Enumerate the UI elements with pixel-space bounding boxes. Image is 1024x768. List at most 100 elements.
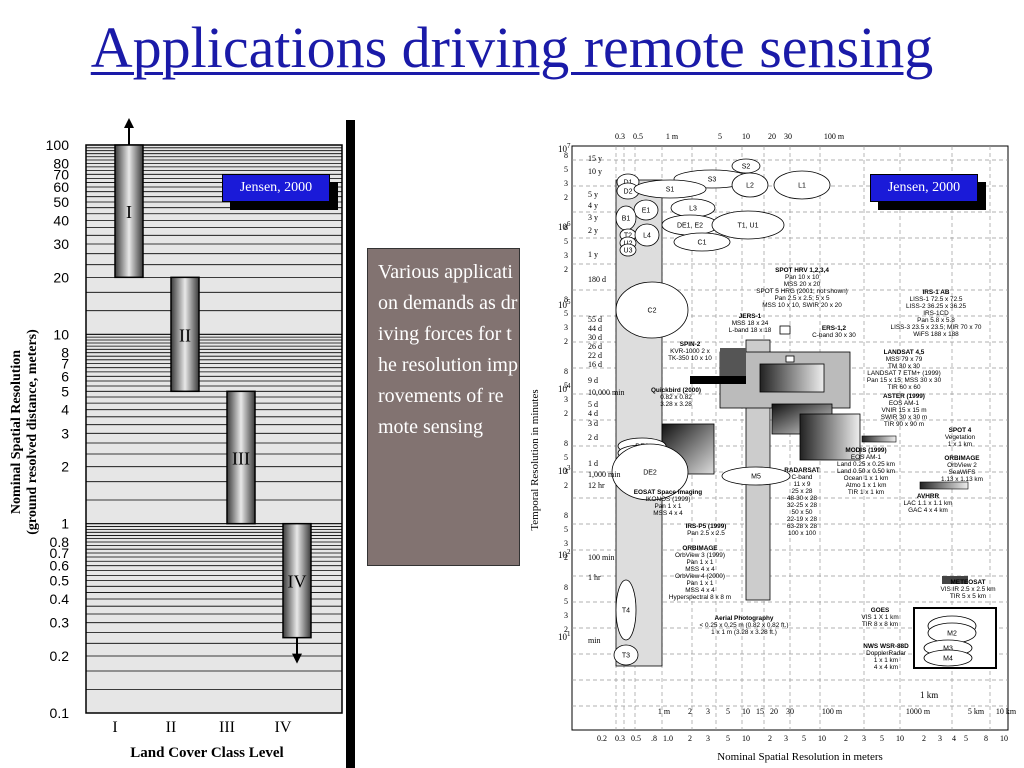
sensor-annotation: KVR-1000 2 x xyxy=(670,348,711,355)
y-tick-label: 100 xyxy=(46,137,70,153)
y-tick-label: 10 xyxy=(53,326,69,342)
platform-ellipse-label: L4 xyxy=(643,233,651,240)
minor-tick-label: 2 xyxy=(564,337,568,346)
sensor-annotation: TIR 90 x 90 m xyxy=(884,421,924,428)
time-tick-label: 1 y xyxy=(588,250,598,259)
sensor-annotation: LISS-2 36.25 x 36.25 xyxy=(906,303,966,310)
sensor-block-2 xyxy=(759,363,825,393)
sensor-annotation: DopplerRadar xyxy=(866,650,907,657)
right-x-axis-label: Nominal Spatial Resolution in meters xyxy=(717,751,883,763)
bottom-tick-label: 5 xyxy=(880,734,884,743)
bottom-tick-label: 2 xyxy=(688,734,692,743)
bottom-tick-label: 10 xyxy=(1000,734,1008,743)
bottom-scale-label: 2 xyxy=(688,707,692,716)
sensor-annotation: JERS-1 xyxy=(739,313,762,320)
sensor-annotation: 1 x 1 m (3.28 x 3.28 ft.) xyxy=(711,629,777,636)
bottom-tick-label: 2 xyxy=(844,734,848,743)
class-bar xyxy=(170,276,200,393)
bottom-tick-label: 3 xyxy=(706,734,710,743)
sensor-annotation: MSS 4 x 4 xyxy=(685,566,715,573)
class-bar-label: I xyxy=(126,202,132,222)
platform-ellipse-label: T3 xyxy=(622,653,630,660)
platform-ellipse-label: L3 xyxy=(689,206,697,213)
minor-tick-label: 2 xyxy=(564,553,568,562)
sensor-annotation: 1 x 1 km xyxy=(874,657,898,664)
platform-ellipse-label: DE2 xyxy=(643,470,657,477)
platform-ellipse xyxy=(773,170,831,200)
sensor-annotation: Vegetation xyxy=(945,434,976,441)
caption-box: Various application demands as driving f… xyxy=(367,248,520,566)
y-tick-label: 0.5 xyxy=(50,573,70,589)
sensor-annotation: Aerial Photography xyxy=(715,615,774,622)
sensor-annotation: VIS 1 X 1 km xyxy=(861,614,898,621)
modis-block xyxy=(799,413,861,461)
sensor-annotation: LISS-3 23.5 x 23.5; MIR 70 x 70 xyxy=(891,324,982,331)
class-bar-label: IV xyxy=(288,572,307,592)
time-tick-label: 55 d xyxy=(588,315,602,324)
sensor-annotation: MSS 20 x 20 xyxy=(784,281,821,288)
time-tick-label: 26 d xyxy=(588,342,602,351)
minor-tick-label: 8 xyxy=(564,439,568,448)
time-tick-label: 10,000 min xyxy=(588,388,624,397)
platform-ellipse xyxy=(611,443,689,501)
y-tick-label: 6 xyxy=(61,368,69,384)
y-tick-label: 0.6 xyxy=(50,558,70,574)
time-tick-label: min xyxy=(588,636,600,645)
bottom-tick-label: 10 xyxy=(742,734,750,743)
bottom-scale-label: 20 xyxy=(770,707,778,716)
time-tick-label: 1 d xyxy=(588,459,598,468)
platform-ellipse-label: C2 xyxy=(648,308,657,315)
platform-ellipse xyxy=(633,179,707,199)
top-tick-label: 100 m xyxy=(824,132,845,141)
sensor-annotation: TIR 1 x 1 km xyxy=(848,489,884,496)
minor-tick-label: 5 xyxy=(564,381,568,390)
sensor-annotation: Land 0.25 x 0.25 km xyxy=(837,461,895,468)
bottom-scale-label: 1 m xyxy=(658,707,671,716)
x-tick-label: I xyxy=(112,719,117,736)
sensor-annotation: < 0.25 x 0.25 m (0.82 x 0.82 ft.) xyxy=(700,622,789,629)
sensor-annotation: GAC 4 x 4 km xyxy=(908,507,948,514)
platform-ellipse xyxy=(634,223,660,247)
sensor-annotation: TM 30 x 30 xyxy=(888,363,920,370)
sensor-annotation: RADARSAT xyxy=(784,467,819,474)
time-tick-label: 3 y xyxy=(588,213,598,222)
sensor-annotation: OrbView 3 (1999) xyxy=(675,552,725,559)
bottom-tick-label: 5 xyxy=(802,734,806,743)
platform-ellipse-label: E1 xyxy=(642,208,651,215)
minor-tick-label: 2 xyxy=(564,409,568,418)
class-bar xyxy=(282,522,312,639)
bottom-tick-label: 0.2 xyxy=(597,734,607,743)
platform-ellipse-label: U3 xyxy=(624,248,633,255)
sensor-annotation: SPIN-2 xyxy=(680,341,701,348)
sensor-annotation: Pan 15 x 15; MSS 30 x 30 xyxy=(867,377,942,384)
left-jensen-badge: Jensen, 2000 xyxy=(222,174,330,202)
bottom-scale-label: 10 km xyxy=(996,707,1017,716)
platform-ellipse-label: M5 xyxy=(751,474,761,481)
platform-ellipse-label: T2 xyxy=(624,233,632,240)
y-tick-label: 30 xyxy=(53,236,69,252)
sensor-annotation: GOES xyxy=(871,607,890,614)
sensor-annotation: ASTER (1999) xyxy=(883,393,925,400)
sensor-annotation: EOSAT Space Imaging xyxy=(634,489,703,496)
sensor-annotation: MSS 79 x 79 xyxy=(886,356,923,363)
y-tick-label: 60 xyxy=(53,179,69,195)
time-tick-label: 5 y xyxy=(588,190,598,199)
x-tick-label: IV xyxy=(275,719,292,736)
sensor-annotation: Atmo 1 x 1 km xyxy=(846,482,887,489)
bottom-tick-label: 8 xyxy=(984,734,988,743)
minor-tick-label: 8 xyxy=(564,511,568,520)
sensor-annotation: TIR 8 x 8 km xyxy=(862,621,898,628)
time-tick-label: 10 y xyxy=(588,167,602,176)
sensor-annotation: Pan 1 x 1 xyxy=(686,559,713,566)
sensor-annotation: 4 x 4 km xyxy=(874,664,898,671)
platform-ellipse-label: S2 xyxy=(742,164,751,171)
platform-ellipse xyxy=(615,579,637,641)
sensor-annotation: SeaWiFS xyxy=(949,469,976,476)
time-tick-label: 30 d xyxy=(588,333,602,342)
sensor-annotation: IKONOS (1999) xyxy=(645,496,690,503)
bottom-scale-label: 1000 m xyxy=(906,707,931,716)
y-tick-label: 0.4 xyxy=(50,591,70,607)
sensor-annotation: 100 x 100 xyxy=(788,530,817,537)
minor-tick-label: 5 xyxy=(564,309,568,318)
